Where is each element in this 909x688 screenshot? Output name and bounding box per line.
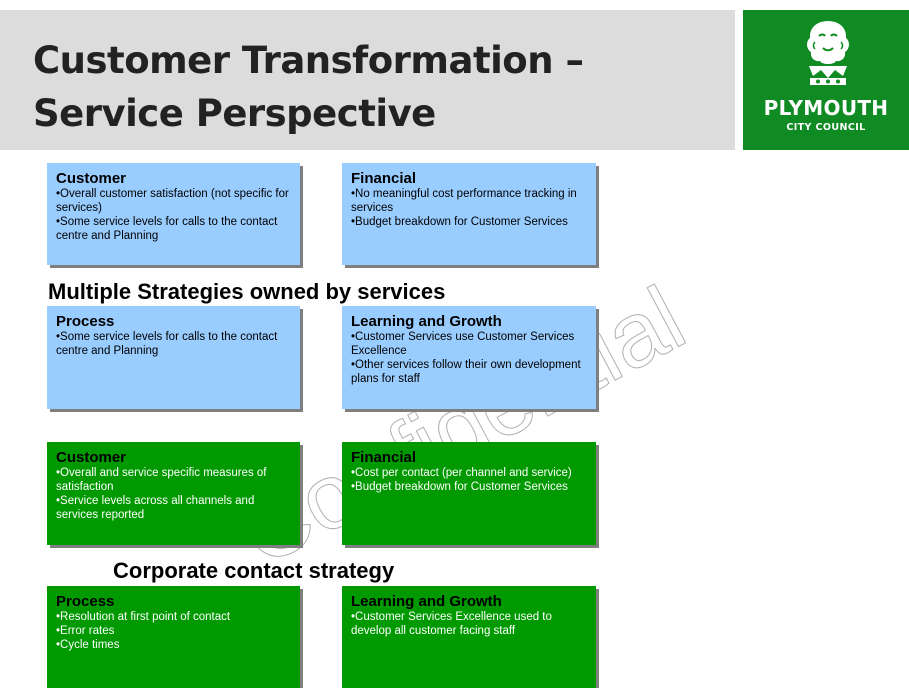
box-line: Cycle times [56,638,291,652]
box-line: Some service levels for calls to the con… [56,215,291,243]
future-section-label: Corporate contact strategy [113,558,395,583]
title-line-2: Service Perspective [33,92,436,135]
slide-title: Customer Transformation – Service Perspe… [33,34,584,140]
current-financial-box: Financial No meaningful cost performance… [342,163,596,265]
box-line: Customer Services use Customer Services … [351,330,587,358]
box-line: Overall and service specific measures of… [56,466,291,494]
box-line: Overall customer satisfaction (not speci… [56,187,291,215]
box-line: Other services follow their own developm… [351,358,587,386]
box-title: Financial [351,170,417,187]
current-process-box: Process Some service levels for calls to… [47,306,300,409]
box-line: Some service levels for calls to the con… [56,330,291,358]
box-title: Customer [56,449,127,466]
box-line: No meaningful cost performance tracking … [351,187,587,215]
future-financial-box: Financial Cost per contact (per channel … [342,442,596,545]
box-line: Error rates [56,624,291,638]
logo-name: PLYMOUTH [763,96,889,120]
box-line: Budget breakdown for Customer Services [351,480,587,494]
box-title: Learning and Growth [351,313,502,330]
lion-crest-icon [807,21,849,85]
box-title: Financial [351,449,417,466]
box-line: Customer Services Excellence used to dev… [351,610,587,638]
logo-subtitle: CITY COUNCIL [786,122,866,133]
plymouth-logo: PLYMOUTH CITY COUNCIL [743,10,909,150]
box-title: Process [56,593,115,610]
box-line: Resolution at first point of contact [56,610,291,624]
box-line: Budget breakdown for Customer Services [351,215,587,229]
current-learning-box: Learning and Growth Customer Services us… [342,306,596,409]
title-line-1: Customer Transformation – [33,39,584,82]
box-line: Cost per contact (per channel and servic… [351,466,587,480]
current-customer-box: Customer Overall customer satisfaction (… [47,163,300,265]
future-customer-box: Customer Overall and service specific me… [47,442,300,545]
box-title: Customer [56,170,127,187]
box-line: Service levels across all channels and s… [56,494,291,522]
title-bar: Customer Transformation – Service Perspe… [0,10,735,150]
box-title: Process [56,313,115,330]
box-title: Learning and Growth [351,593,502,610]
future-process-box: Process Resolution at first point of con… [47,586,300,688]
current-section-label: Multiple Strategies owned by services [48,279,446,304]
future-learning-box: Learning and Growth Customer Services Ex… [342,586,596,688]
